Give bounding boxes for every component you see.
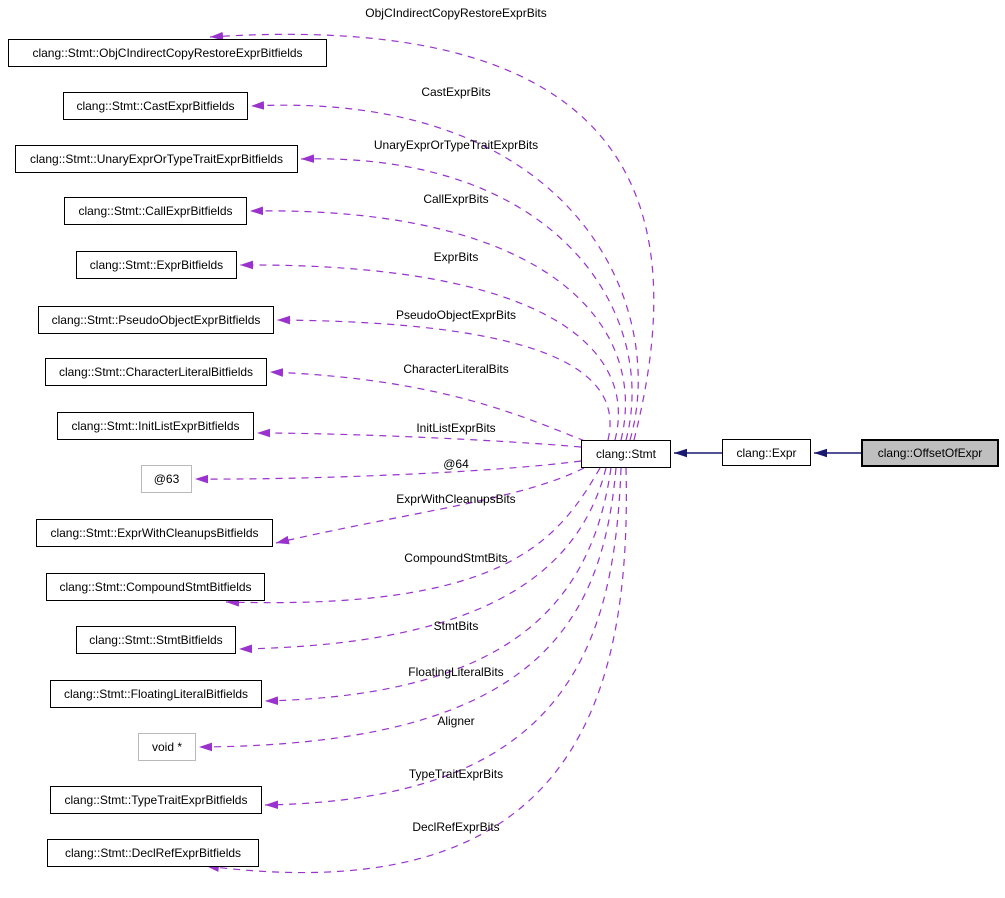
usage-edge: [198, 467, 617, 752]
edge-label: ExprBits: [433, 250, 479, 264]
node-character-literal-bitfields[interactable]: clang::Stmt::CharacterLiteralBitfields: [45, 358, 267, 386]
edge-label: CompoundStmtBits: [404, 551, 508, 565]
usage-edge: [239, 260, 619, 441]
edge-label: UnaryExprOrTypeTraitExprBits: [373, 138, 539, 152]
usage-edge: [264, 467, 612, 705]
edge-label: CastExprBits: [421, 85, 491, 99]
usage-edge: [205, 467, 627, 874]
node-void-pointer: void *: [138, 733, 196, 761]
usage-edge: [264, 467, 622, 810]
node-init-list-expr-bitfields[interactable]: clang::Stmt::InitListExprBitfields: [57, 412, 254, 440]
edge-label: @64: [443, 457, 469, 471]
edge-label: ObjCIndirectCopyRestoreExprBits: [365, 6, 547, 20]
usage-edge: [269, 368, 586, 442]
edge-label: StmtBits: [433, 619, 479, 633]
node-decl-ref-expr-bitfields[interactable]: clang::Stmt::DeclRefExprBitfields: [47, 839, 259, 867]
edge-label: ExprWithCleanupsBits: [396, 492, 516, 506]
usage-edge: [276, 315, 611, 441]
node-pseudo-object-expr-bitfields[interactable]: clang::Stmt::PseudoObjectExprBitfields: [38, 306, 274, 334]
edge-label: FloatingLiteralBits: [408, 665, 504, 679]
usage-edge: [250, 101, 639, 441]
node-unary-expr-or-type-trait-expr-bitfields[interactable]: clang::Stmt::UnaryExprOrTypeTraitExprBit…: [15, 145, 298, 173]
usage-edge: [249, 206, 626, 441]
node-clang-offset-of-expr: clang::OffsetOfExpr: [861, 439, 999, 467]
node-type-trait-expr-bitfields[interactable]: clang::Stmt::TypeTraitExprBitfields: [50, 786, 262, 814]
usage-edge: [225, 467, 601, 607]
usage-edge: [194, 460, 582, 484]
edge-label: TypeTraitExprBits: [408, 767, 504, 781]
node-cast-expr-bitfields[interactable]: clang::Stmt::CastExprBitfields: [63, 92, 248, 120]
edge-label: Aligner: [437, 714, 475, 728]
edge-label: InitListExprBits: [416, 421, 496, 435]
node-objc-indirect-copy-restore-expr-bitfields[interactable]: clang::Stmt::ObjCIndirectCopyRestoreExpr…: [8, 39, 327, 67]
node-floating-literal-bitfields[interactable]: clang::Stmt::FloatingLiteralBitfields: [50, 680, 262, 708]
node-anon-63: @63: [141, 465, 192, 493]
node-stmt-bitfields[interactable]: clang::Stmt::StmtBitfields: [76, 626, 236, 654]
usage-edge: [209, 31, 655, 441]
node-call-expr-bitfields[interactable]: clang::Stmt::CallExprBitfields: [64, 197, 247, 225]
node-clang-stmt[interactable]: clang::Stmt: [581, 440, 671, 468]
usage-edge: [256, 428, 582, 448]
edge-label: PseudoObjectExprBits: [395, 308, 517, 322]
node-compound-stmt-bitfields[interactable]: clang::Stmt::CompoundStmtBitfields: [46, 573, 265, 601]
usage-edge: [275, 467, 585, 545]
edge-label: CharacterLiteralBits: [403, 362, 509, 376]
usage-edge: [238, 467, 607, 654]
node-expr-with-cleanups-bitfields[interactable]: clang::Stmt::ExprWithCleanupsBitfields: [36, 519, 273, 547]
node-clang-expr[interactable]: clang::Expr: [722, 439, 811, 466]
edge-label: CallExprBits: [423, 192, 489, 206]
edge-label: DeclRefExprBits: [412, 820, 500, 834]
usage-edge: [300, 154, 633, 441]
node-expr-bitfields[interactable]: clang::Stmt::ExprBitfields: [76, 251, 237, 279]
